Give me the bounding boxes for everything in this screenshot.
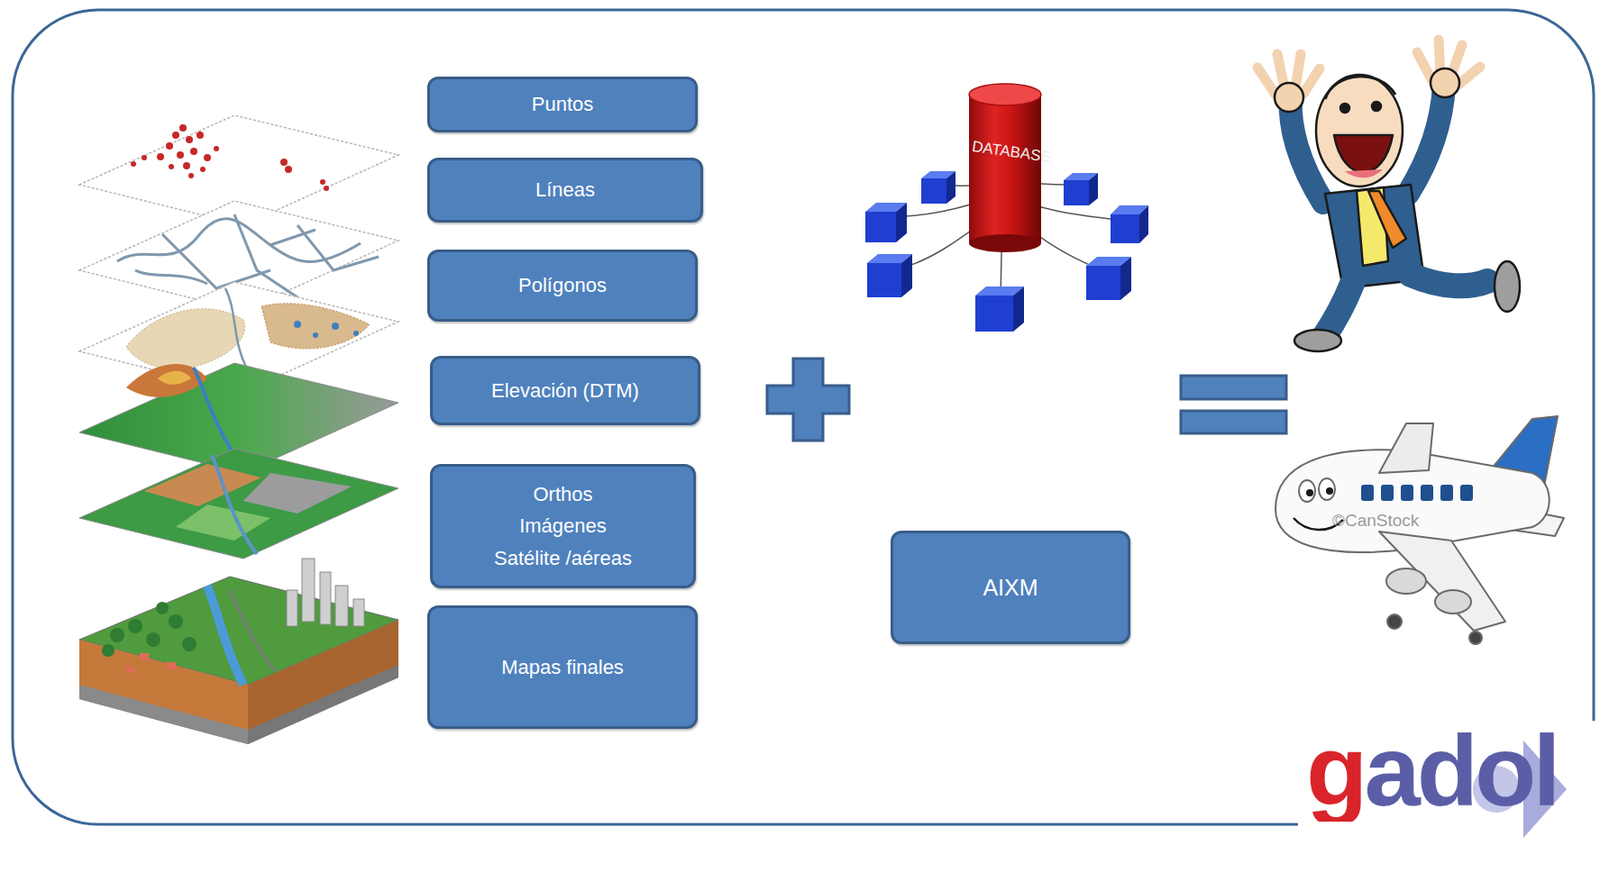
frame (12, 9, 1594, 825)
watermark: ©CanStock (1332, 512, 1419, 530)
layer-box: Líneas (427, 157, 704, 223)
layer-box: Orthos Imágenes Satélite /aéreas (429, 464, 696, 589)
layer-box: Polígonos (427, 249, 698, 322)
cubes (865, 171, 1149, 332)
layer-box: Elevación (DTM) (429, 356, 701, 426)
layer-box: Puntos (427, 76, 698, 133)
box-label: Puntos (531, 88, 595, 120)
box-label: AIXM (982, 569, 1038, 606)
airplane (1275, 416, 1564, 645)
database-icon (865, 83, 1149, 332)
equals-sign (1180, 375, 1287, 434)
plus-sign (767, 358, 850, 441)
layer-box: AIXM (890, 530, 1131, 645)
box-label: Mapas finales (501, 651, 624, 684)
logo-text: gadol (1306, 721, 1558, 823)
box-label: Polígonos (518, 269, 607, 302)
gis-layers (79, 115, 399, 745)
happy-man (1257, 39, 1520, 352)
box-label: Líneas (535, 173, 595, 206)
box-label: Orthos Imágenes Satélite /aéreas (493, 478, 633, 575)
logo-mark (1298, 721, 1600, 873)
box-label: Elevación (DTM) (491, 374, 640, 407)
layer-box: Mapas finales (427, 605, 698, 730)
